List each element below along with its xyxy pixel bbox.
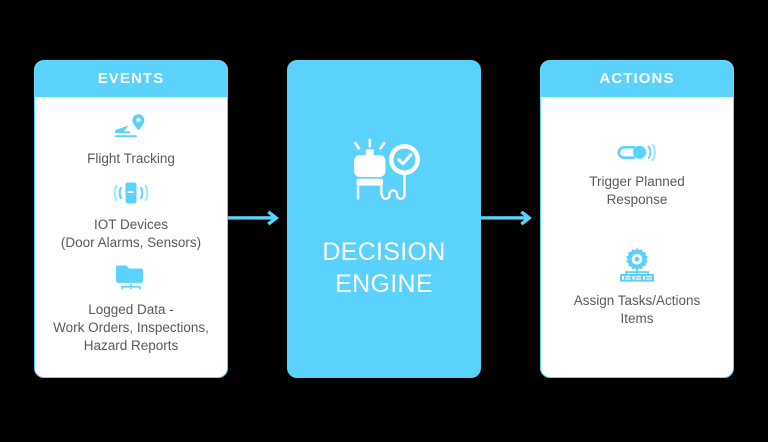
events-card: EVENTS Flight Tracking <box>34 60 228 378</box>
decision-engine-card: DECISION ENGINE <box>287 60 481 378</box>
gear-hierarchy-icon <box>615 247 659 283</box>
list-item: Logged Data - Work Orders, Inspections, … <box>45 262 217 355</box>
arrow-right-icon <box>481 208 533 228</box>
events-card-header: EVENTS <box>35 61 227 97</box>
toggle-signal-icon <box>614 140 660 164</box>
arrow-right-icon <box>228 208 280 228</box>
actions-card-header: ACTIONS <box>541 61 733 97</box>
list-item: Trigger Planned Response <box>551 140 723 209</box>
list-item-label: IOT Devices (Door Alarms, Sensors) <box>60 216 202 250</box>
list-item: IOT Devices (Door Alarms, Sensors) <box>45 179 217 252</box>
decision-engine-title: DECISION ENGINE <box>322 238 446 298</box>
events-card-body: Flight Tracking <box>35 97 227 377</box>
list-item-label: Flight Tracking <box>87 151 175 167</box>
actions-card-body: Trigger Planned Response <box>541 97 733 377</box>
list-item-label: Logged Data - Work Orders, Inspections, … <box>53 301 209 353</box>
list-item-label: Trigger Planned Response <box>589 174 685 208</box>
iot-device-icon <box>109 179 153 207</box>
alarm-beacon-check-icon <box>341 138 427 214</box>
flight-tracking-icon <box>111 113 151 141</box>
actions-card: ACTIONS <box>540 60 734 378</box>
list-item: Flight Tracking <box>45 113 217 168</box>
list-item: Assign Tasks/Actions Items <box>551 247 723 328</box>
logged-data-folder-icon <box>112 262 150 292</box>
list-item-label: Assign Tasks/Actions Items <box>573 292 701 326</box>
